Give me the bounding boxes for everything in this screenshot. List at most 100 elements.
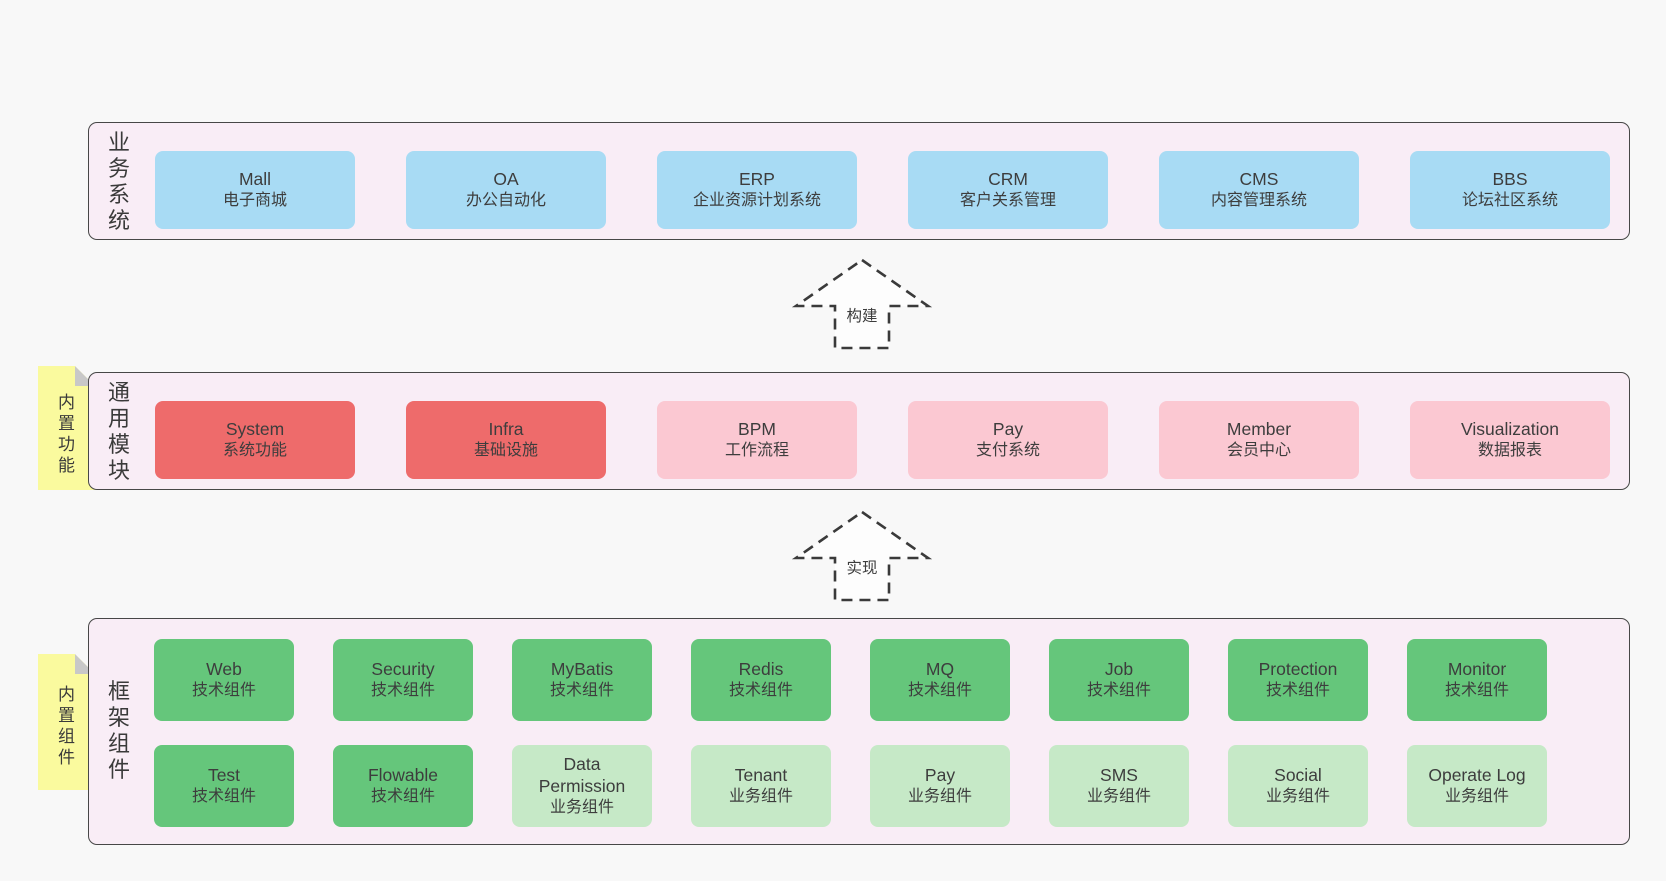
box-pay-component: Pay 业务组件 [870,745,1010,827]
box-title: Data Permission [538,754,626,796]
layer-label: 框架组件 [107,679,130,782]
box-system: System 系统功能 [155,401,355,479]
box-title: MQ [925,659,955,679]
box-subtitle: 业务组件 [1265,788,1330,805]
box-subtitle: 数据报表 [1477,442,1542,459]
box-title: Job [1104,659,1134,679]
box-security: Security 技术组件 [333,639,473,721]
layer-framework-components: 框架组件 Web 技术组件 Security 技术组件 MyBatis 技术组件… [88,618,1630,845]
box-title: MyBatis [550,659,614,679]
box-subtitle: 技术组件 [191,682,256,699]
box-title: Web [206,659,242,679]
box-bbs: BBS 论坛社区系统 [1410,151,1610,229]
box-title: Visualization [1461,419,1559,439]
sticky-note-label: 内置功能 [58,393,75,475]
layer-common-modules: 通用模块 System 系统功能 Infra 基础设施 BPM 工作流程 Pay… [88,372,1630,490]
modules-box-row: System 系统功能 Infra 基础设施 BPM 工作流程 Pay 支付系统… [155,401,1610,479]
box-subtitle: 技术组件 [1265,682,1330,699]
box-title: Protection [1258,659,1338,679]
box-title: CMS [1239,169,1279,189]
box-cms: CMS 内容管理系统 [1159,151,1359,229]
box-title: Member [1226,419,1292,439]
dashed-up-arrow-icon [791,510,933,602]
box-data-permission: Data Permission 业务组件 [512,745,652,827]
box-subtitle: 论坛社区系统 [1461,192,1558,209]
box-mybatis: MyBatis 技术组件 [512,639,652,721]
box-title: Social [1274,765,1322,785]
box-web: Web 技术组件 [154,639,294,721]
business-box-row: Mall 电子商城 OA 办公自动化 ERP 企业资源计划系统 CRM 客户关系… [155,151,1610,229]
box-monitor: Monitor 技术组件 [1407,639,1547,721]
box-subtitle: 业务组件 [1086,788,1151,805]
box-subtitle: 技术组件 [1086,682,1151,699]
box-title: System [225,419,285,439]
box-oa: OA 办公自动化 [406,151,606,229]
box-operate-log: Operate Log 业务组件 [1407,745,1547,827]
box-subtitle: 企业资源计划系统 [692,192,821,209]
box-tenant: Tenant 业务组件 [691,745,831,827]
box-title: Mall [238,169,272,189]
box-infra: Infra 基础设施 [406,401,606,479]
box-subtitle: 技术组件 [1444,682,1509,699]
box-title: Pay [992,419,1024,439]
box-title: BPM [738,419,776,439]
box-title: Monitor [1447,659,1507,679]
box-title: Operate Log [1428,765,1526,785]
sticky-note-built-in-components: 内置组件 [38,654,95,790]
box-mall: Mall 电子商城 [155,151,355,229]
box-subtitle: 会员中心 [1226,442,1291,459]
box-protection: Protection 技术组件 [1228,639,1368,721]
box-title: BBS [1492,169,1528,189]
box-mq: MQ 技术组件 [870,639,1010,721]
box-visualization: Visualization 数据报表 [1410,401,1610,479]
box-title: Flowable [367,765,439,785]
sticky-note-label: 内置组件 [58,685,75,767]
box-test: Test 技术组件 [154,745,294,827]
box-title: Redis [738,659,784,679]
components-row-1: Web 技术组件 Security 技术组件 MyBatis 技术组件 Redi… [154,639,1547,721]
box-subtitle: 技术组件 [370,788,435,805]
box-subtitle: 支付系统 [975,442,1040,459]
box-job: Job 技术组件 [1049,639,1189,721]
box-subtitle: 技术组件 [549,682,614,699]
arrow-label: 实现 [846,560,878,577]
up-arrow-build: 构建 [787,258,937,350]
dashed-up-arrow-icon [791,258,933,350]
box-erp: ERP 企业资源计划系统 [657,151,857,229]
box-subtitle: 技术组件 [191,788,256,805]
box-subtitle: 业务组件 [728,788,793,805]
box-title: OA [493,169,519,189]
box-subtitle: 技术组件 [728,682,793,699]
box-title: ERP [739,169,775,189]
box-crm: CRM 客户关系管理 [908,151,1108,229]
box-subtitle: 技术组件 [907,682,972,699]
box-subtitle: 业务组件 [907,788,972,805]
box-sms: SMS 业务组件 [1049,745,1189,827]
box-title: CRM [988,169,1028,189]
layer-label: 通用模块 [107,380,130,483]
box-member: Member 会员中心 [1159,401,1359,479]
box-title: Tenant [734,765,788,785]
box-title: SMS [1100,765,1138,785]
box-subtitle: 办公自动化 [465,192,546,209]
box-bpm: BPM 工作流程 [657,401,857,479]
box-social: Social 业务组件 [1228,745,1368,827]
box-subtitle: 基础设施 [473,442,538,459]
box-subtitle: 系统功能 [222,442,287,459]
box-flowable: Flowable 技术组件 [333,745,473,827]
arrow-label: 构建 [846,308,878,325]
box-pay-system: Pay 支付系统 [908,401,1108,479]
box-title: Pay [924,765,956,785]
box-subtitle: 技术组件 [370,682,435,699]
box-subtitle: 业务组件 [1444,788,1509,805]
box-redis: Redis 技术组件 [691,639,831,721]
box-title: Security [371,659,435,679]
layer-business-systems: 业务系统 Mall 电子商城 OA 办公自动化 ERP 企业资源计划系统 CRM… [88,122,1630,240]
sticky-note-built-in-functions: 内置功能 [38,366,95,490]
box-title: Test [207,765,241,785]
components-row-2: Test 技术组件 Flowable 技术组件 Data Permission … [154,745,1547,827]
box-subtitle: 工作流程 [724,442,789,459]
box-title: Infra [488,419,524,439]
box-subtitle: 内容管理系统 [1210,192,1307,209]
up-arrow-implement: 实现 [787,510,937,602]
